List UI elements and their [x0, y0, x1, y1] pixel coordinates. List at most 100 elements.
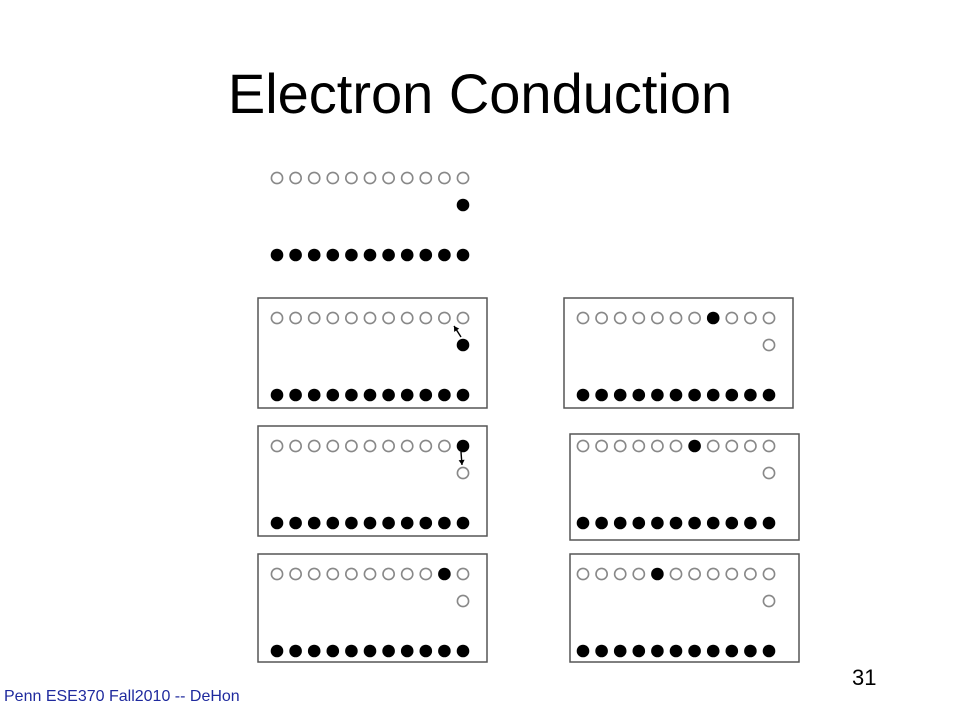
bound-electron-site — [632, 516, 646, 530]
bound-electron-site — [419, 516, 433, 530]
bound-electron-site — [326, 644, 340, 658]
empty-conduction-site — [270, 439, 284, 453]
empty-conduction-site — [382, 171, 395, 185]
bound-electron-site — [456, 516, 470, 530]
bound-electron-site — [725, 516, 739, 530]
empty-conduction-site — [651, 311, 664, 325]
empty-conduction-site — [744, 311, 757, 325]
empty-conduction-site — [725, 311, 739, 325]
empty-conduction-site — [632, 439, 646, 453]
empty-conduction-site — [307, 567, 321, 581]
empty-conduction-site — [706, 567, 720, 581]
bound-electron-site — [382, 248, 395, 262]
bound-electron-site — [363, 248, 377, 262]
bound-electron-site — [307, 248, 321, 262]
bound-electron-site — [651, 516, 664, 530]
free-electron-site — [706, 311, 720, 325]
bound-electron-site — [438, 644, 451, 658]
ionized-donor-site — [456, 466, 470, 480]
bound-electron-site — [632, 388, 646, 402]
bound-electron-site — [438, 388, 451, 402]
bound-electron-site — [382, 644, 395, 658]
empty-conduction-site — [326, 439, 340, 453]
bound-electron-site — [706, 388, 720, 402]
empty-conduction-site — [669, 567, 683, 581]
empty-conduction-site — [270, 567, 284, 581]
bound-electron-site — [382, 516, 395, 530]
bound-electron-site — [270, 248, 284, 262]
bound-electron-site — [576, 388, 590, 402]
empty-conduction-site — [437, 439, 451, 453]
empty-conduction-site — [419, 567, 433, 581]
bound-electron-site — [456, 388, 470, 402]
panel-frame — [257, 425, 488, 537]
empty-conduction-site — [326, 567, 340, 581]
empty-conduction-site — [326, 311, 340, 325]
bound-electron-site — [456, 644, 470, 658]
panel-frame — [563, 297, 794, 409]
empty-conduction-site — [576, 439, 590, 453]
empty-conduction-site — [289, 567, 302, 581]
empty-conduction-site — [762, 567, 776, 581]
bound-electron-site — [345, 248, 358, 262]
empty-conduction-site — [725, 439, 739, 453]
bound-electron-site — [706, 516, 720, 530]
bound-electron-site — [400, 248, 414, 262]
panel-4 — [257, 425, 488, 537]
bound-electron-site — [613, 516, 627, 530]
bound-electron-site — [438, 516, 451, 530]
free-electron-site — [651, 567, 664, 581]
ionized-donor-site — [762, 466, 776, 480]
bound-electron-site — [270, 644, 284, 658]
bound-electron-site — [419, 644, 433, 658]
empty-conduction-site — [688, 567, 701, 581]
slide-title: Electron Conduction — [227, 62, 733, 125]
bound-electron-site — [651, 388, 664, 402]
panel-frame — [257, 297, 488, 409]
bound-electron-site — [651, 644, 664, 658]
bound-electron-site — [363, 644, 377, 658]
empty-conduction-site — [363, 171, 377, 185]
empty-conduction-site — [400, 567, 414, 581]
empty-conduction-site — [400, 311, 414, 325]
empty-conduction-site — [744, 439, 757, 453]
empty-conduction-site — [595, 567, 608, 581]
bound-electron-site — [706, 644, 720, 658]
bound-electron-site — [270, 388, 284, 402]
bound-electron-site — [400, 516, 414, 530]
bound-electron-site — [688, 644, 701, 658]
bound-electron-site — [345, 516, 358, 530]
bound-electron-site — [744, 644, 757, 658]
bound-electron-site — [363, 388, 377, 402]
empty-conduction-site — [363, 311, 377, 325]
bound-electron-site — [400, 388, 414, 402]
bound-electron-site — [419, 388, 433, 402]
bound-electron-site — [270, 516, 284, 530]
bound-electron-site — [456, 248, 470, 262]
empty-conduction-site — [595, 439, 608, 453]
empty-conduction-site — [613, 567, 627, 581]
bound-electron-site — [613, 644, 627, 658]
bound-electron-site — [326, 248, 340, 262]
empty-conduction-site — [632, 311, 646, 325]
bound-electron-site — [669, 644, 683, 658]
panel-2 — [257, 297, 488, 409]
free-electron-site — [688, 439, 701, 453]
bound-electron-site — [419, 248, 433, 262]
ionized-donor-site — [456, 594, 470, 608]
bound-electron-site — [595, 644, 608, 658]
bound-electron-site — [289, 516, 302, 530]
bound-electron-site — [576, 516, 590, 530]
empty-conduction-site — [363, 567, 377, 581]
donor-electron — [456, 198, 470, 212]
empty-conduction-site — [307, 171, 321, 185]
empty-conduction-site — [382, 567, 395, 581]
bound-electron-site — [595, 516, 608, 530]
arrowhead — [454, 326, 460, 332]
free-electron-site — [438, 567, 451, 581]
ionized-donor-site — [762, 594, 776, 608]
empty-conduction-site — [270, 311, 284, 325]
panel-frame — [569, 433, 800, 541]
empty-conduction-site — [344, 439, 358, 453]
